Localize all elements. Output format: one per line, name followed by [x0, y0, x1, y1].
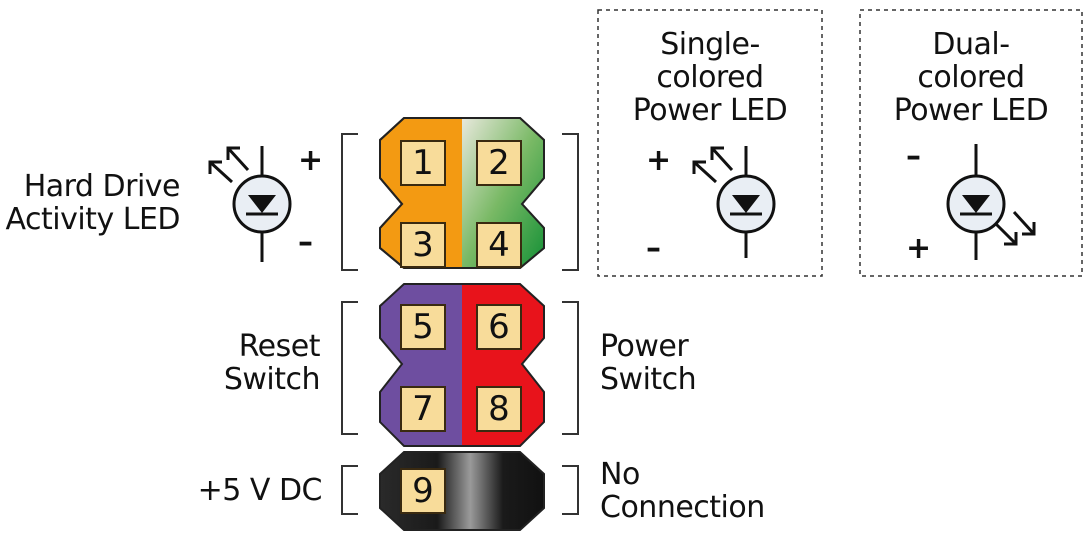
- single-led-title: Single- colored Power LED: [598, 28, 822, 127]
- power-switch-label: Power Switch: [600, 329, 697, 397]
- no-connection-label-line1: No: [600, 457, 640, 492]
- dual-plus-sign: +: [906, 231, 932, 266]
- single-led-legend-box: [597, 9, 823, 277]
- power-switch-label-line1: Power: [600, 329, 689, 364]
- single-led-title-line2: colored: [656, 60, 764, 95]
- pin-3: 3: [400, 222, 446, 268]
- no-connection-label: No Connection: [600, 458, 765, 524]
- pin-2: 2: [476, 140, 522, 186]
- pin-1: 1: [400, 140, 446, 186]
- single-led-diode-icon: [692, 146, 776, 258]
- dc-label: +5 V DC: [197, 473, 323, 508]
- single-minus-sign: –: [646, 231, 661, 266]
- power-switch-label-line2: Switch: [600, 362, 697, 397]
- pin-7: 7: [400, 386, 446, 432]
- dual-led-title-line2: colored: [917, 60, 1025, 95]
- pin-4: 4: [476, 222, 522, 268]
- dual-led-title-line1: Dual-: [932, 27, 1010, 62]
- pin-6: 6: [476, 304, 522, 350]
- no-connection-label-line2: Connection: [600, 490, 765, 525]
- hdd-led-label: Hard Drive Activity LED: [0, 169, 181, 237]
- reset-switch-label-line2: Switch: [223, 362, 321, 397]
- pin-9: 9: [400, 468, 446, 514]
- dual-led-title-line3: Power LED: [893, 93, 1049, 128]
- led-diode-icon: [208, 146, 292, 262]
- dual-led-legend-box: [859, 9, 1083, 277]
- brackets: [341, 133, 579, 515]
- single-led-title-line1: Single-: [660, 27, 760, 62]
- dual-led-title: Dual- colored Power LED: [860, 28, 1082, 127]
- dual-minus-sign: –: [906, 139, 921, 174]
- reset-switch-label: Reset Switch: [200, 329, 321, 397]
- hdd-led-label-line2: Activity LED: [5, 202, 181, 237]
- hdd-minus-sign: –: [298, 225, 313, 260]
- pin-5: 5: [400, 304, 446, 350]
- pin-8: 8: [476, 386, 522, 432]
- hdd-plus-sign: +: [298, 143, 324, 178]
- dual-led-diode-icon: [946, 144, 1036, 260]
- single-led-title-line3: Power LED: [632, 93, 788, 128]
- single-plus-sign: +: [646, 143, 672, 178]
- reset-switch-label-line1: Reset: [238, 329, 321, 364]
- hdd-led-label-line1: Hard Drive: [23, 169, 181, 204]
